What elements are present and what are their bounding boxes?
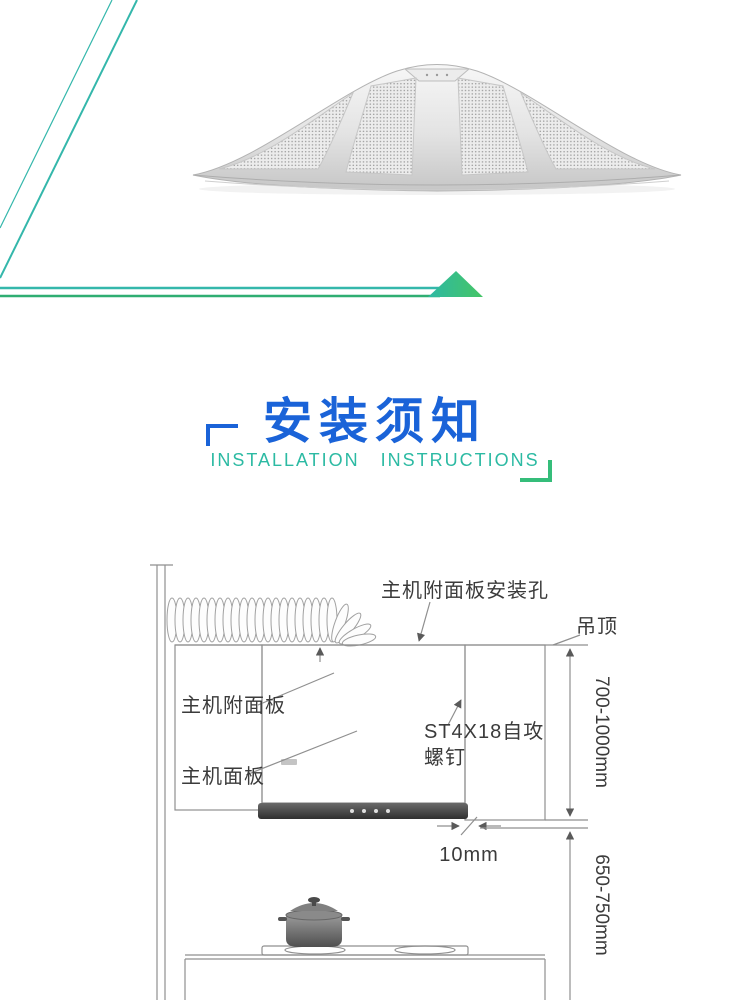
exhaust-duct — [166, 597, 377, 647]
decoration-lines — [0, 0, 483, 298]
attached-panel-leader — [257, 672, 335, 706]
title-bracket-left — [206, 424, 238, 446]
label-dimension-bottom: 650-750mm — [591, 854, 612, 955]
section-title-zh: 安装须知 — [262, 395, 487, 449]
brand-logo — [281, 759, 297, 765]
label-screw-line1: ST4X18自攻 — [424, 720, 544, 743]
wall — [150, 564, 173, 1000]
main-panel-leader — [245, 730, 358, 776]
label-main-panel: 主机面板 — [181, 765, 265, 788]
label-attached-panel: 主机附面板 — [181, 694, 286, 717]
mesh-panel-left — [218, 91, 355, 170]
countertop — [184, 954, 546, 1000]
mesh-panel-mid-right — [457, 77, 529, 176]
mesh-panel-mid-left — [345, 77, 417, 176]
label-mounting-hole: 主机附面板安装孔 — [381, 579, 549, 602]
hood-bottom-bar — [258, 803, 468, 819]
ceiling-leader — [552, 634, 581, 646]
right-cabinet — [464, 644, 546, 821]
product-photo — [192, 64, 682, 195]
cooktop — [261, 945, 469, 956]
mesh-panel-right — [519, 91, 656, 170]
section-title-en: INSTALLATION INSTRUCTIONS — [210, 450, 540, 470]
range-hood-panel-illustration — [192, 64, 682, 195]
dimension-top — [545, 648, 588, 821]
title-bracket-right — [520, 460, 552, 482]
diagonal-line-1 — [0, 0, 138, 279]
label-gap: 10mm — [439, 844, 499, 866]
gap-dimension — [437, 816, 501, 836]
installation-diagram: 主机附面板安装孔 吊顶 主机附面板 主机面板 ST4X18自攻 螺钉 10mm … — [150, 564, 618, 1000]
diagonal-line-2 — [0, 0, 113, 229]
cooking-pot — [278, 897, 350, 947]
screw-leader — [447, 699, 462, 726]
label-screw-line2: 螺钉 — [424, 746, 466, 769]
label-ceiling: 吊顶 — [576, 616, 618, 638]
triangle-decoration — [428, 271, 483, 297]
dimension-bottom — [480, 827, 588, 1000]
mounting-hole-leader — [417, 601, 431, 642]
label-dimension-top: 700-1000mm — [591, 676, 612, 788]
